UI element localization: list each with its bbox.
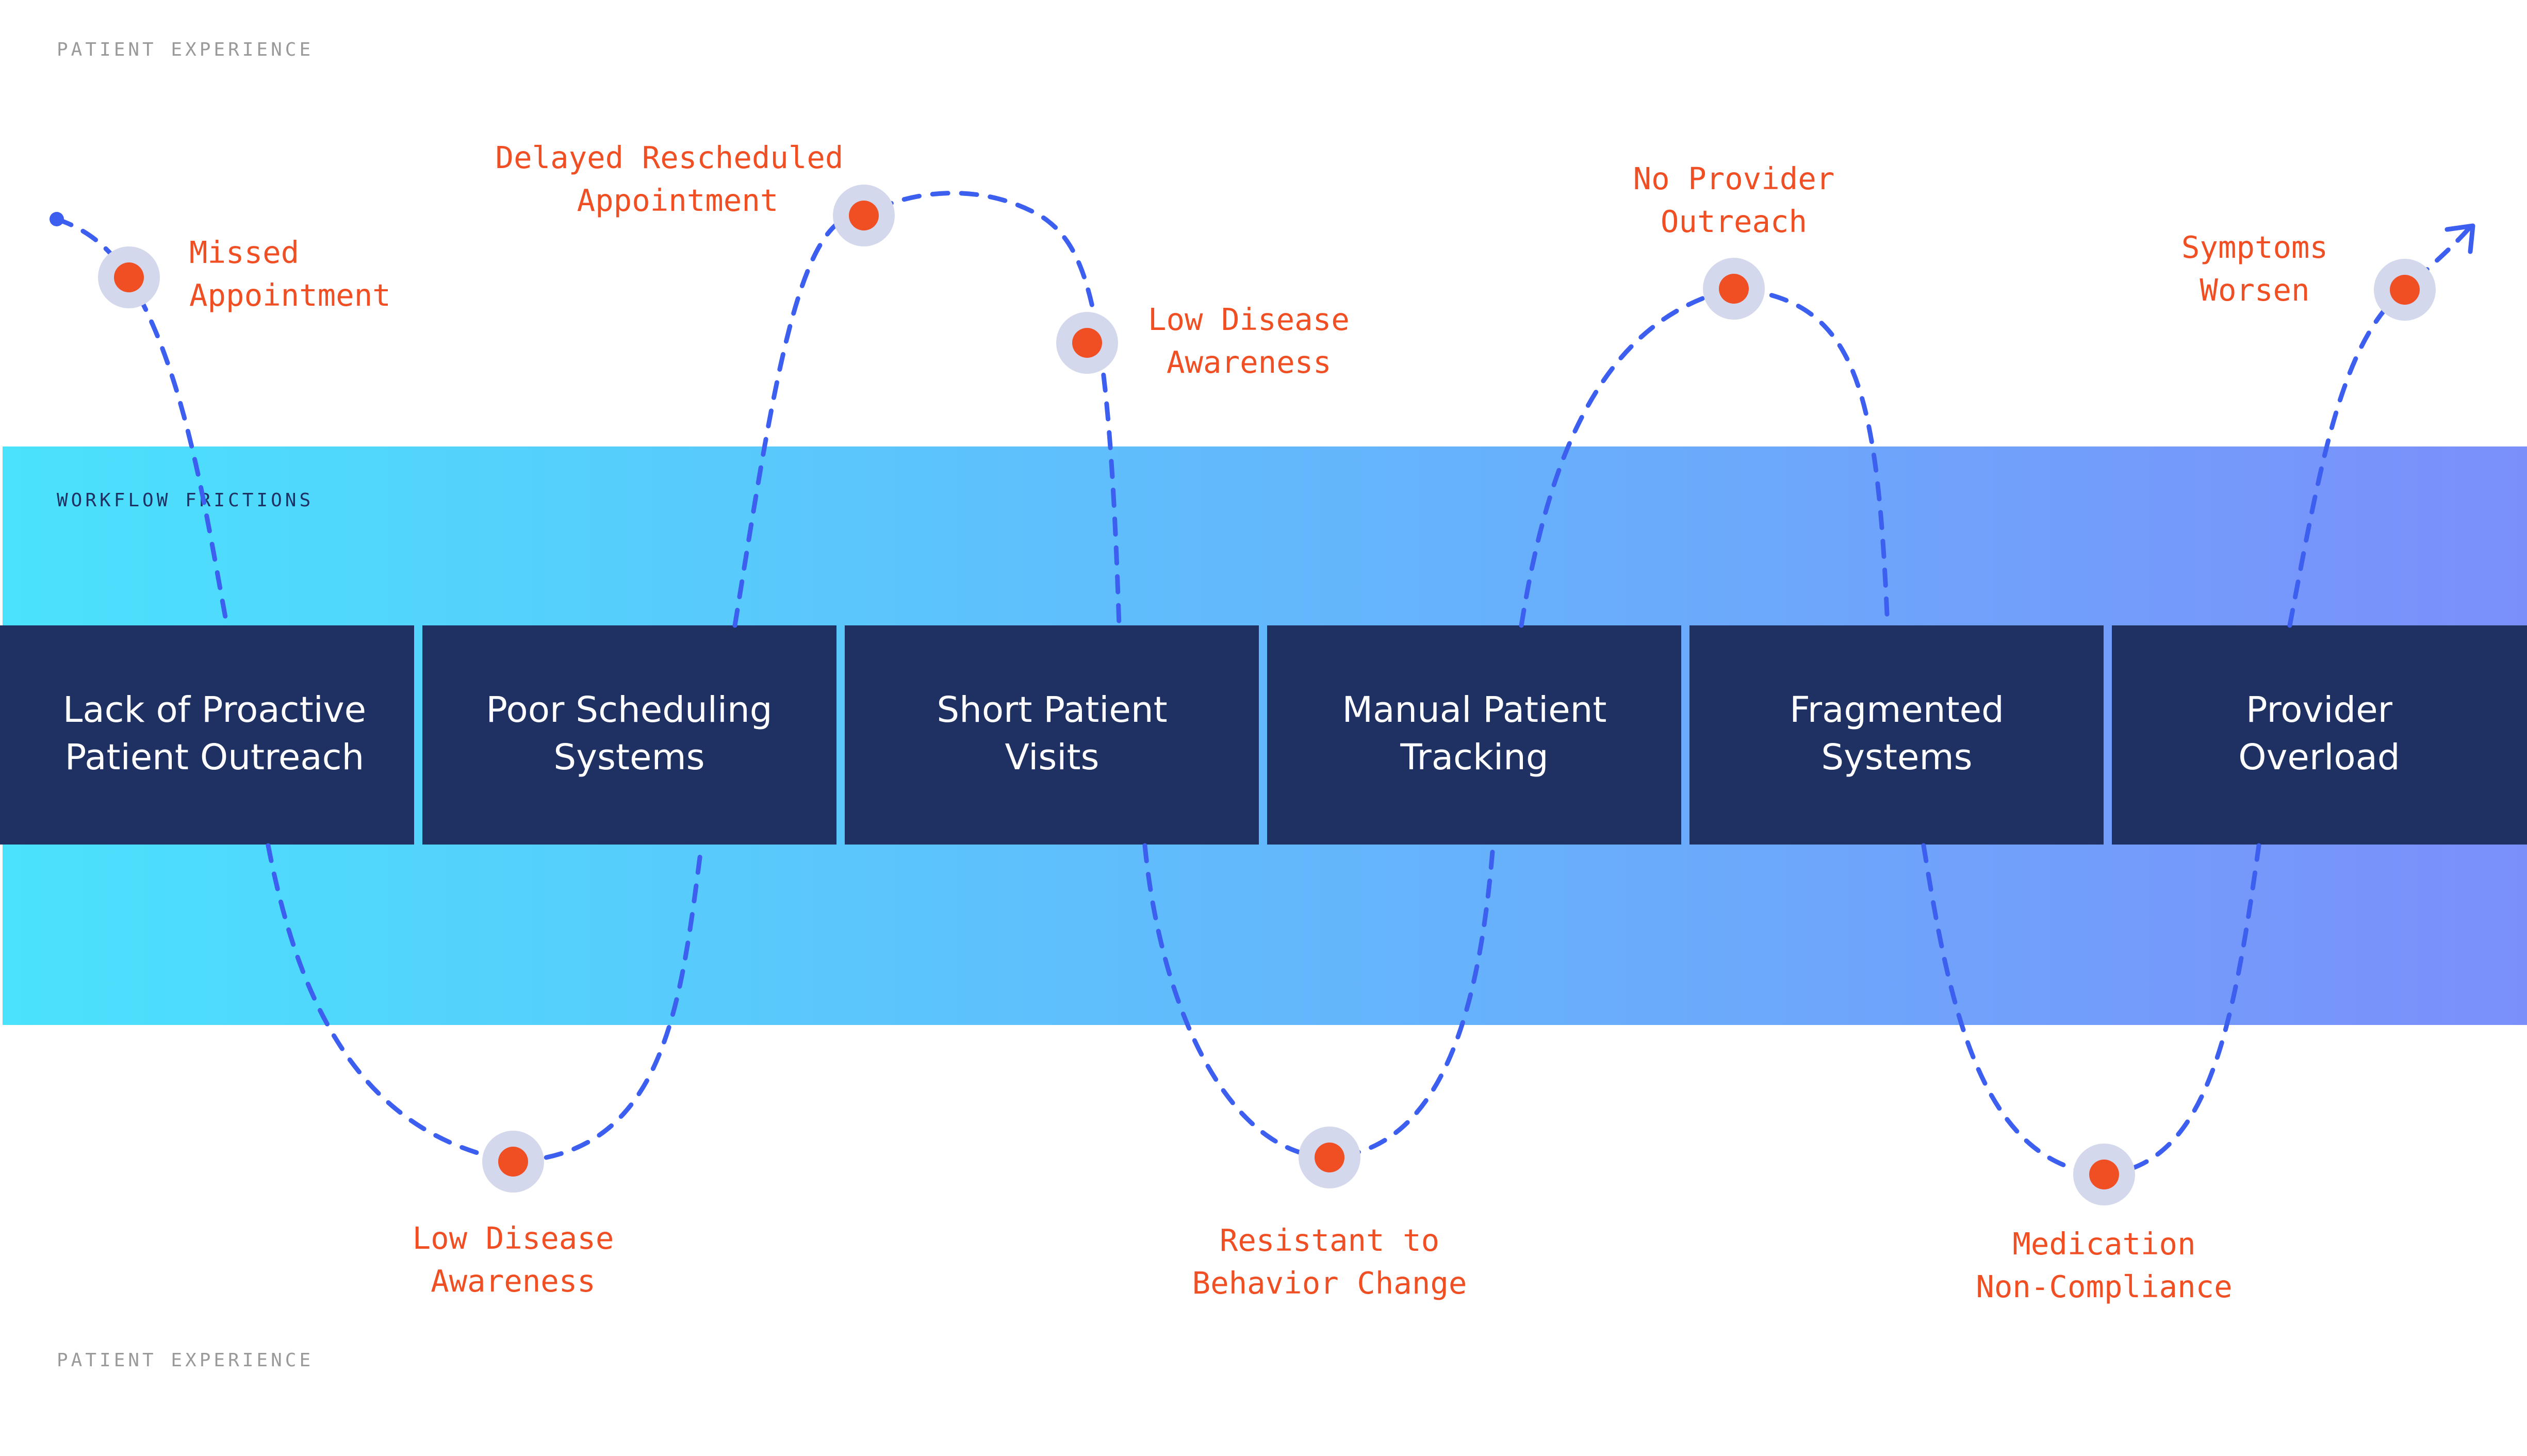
friction-label-line2: Systems: [1821, 737, 1972, 778]
event-label-low-awareness-top-line2: Awareness: [1167, 344, 1332, 380]
friction-label-line2: Visits: [1005, 737, 1100, 778]
event-label-low-awareness-bottom-line1: Low Disease: [413, 1220, 614, 1256]
journey-start-dot: [50, 212, 64, 226]
event-dot: [498, 1147, 528, 1177]
friction-label-line1: Provider: [2246, 689, 2393, 731]
event-marker-resistant-to-behavior-change: [1299, 1127, 1360, 1188]
event-label-low-awareness-top-line1: Low Disease: [1148, 302, 1350, 337]
top-section-label: PATIENT EXPERIENCE: [57, 39, 314, 60]
event-label-low-awareness-bottom-line2: Awareness: [431, 1263, 596, 1299]
event-label-resistant-line1: Resistant to: [1220, 1222, 1439, 1258]
friction-box-background: [0, 625, 414, 845]
event-label-symptoms-line1: Symptoms: [2181, 229, 2328, 265]
journey-path-segment: [266, 843, 704, 1164]
event-label-resistant-line2: Behavior Change: [1192, 1265, 1467, 1301]
event-marker-no-provider-outreach: [1703, 258, 1765, 320]
event-label-medication-line2: Non-Compliance: [1976, 1269, 2232, 1304]
bottom-section-label: PATIENT EXPERIENCE: [57, 1350, 314, 1371]
friction-box-background: [2112, 625, 2527, 845]
journey-path-segment: [1519, 286, 1890, 628]
event-label-medication-line1: Medication: [2012, 1226, 2195, 1262]
event-marker-symptoms-worsen: [2374, 259, 2436, 321]
journey-path-segment: [54, 217, 229, 628]
event-label-missed-line1: Missed: [189, 235, 299, 270]
event-label-no-provider-line2: Outreach: [1661, 204, 1807, 239]
friction-box-fragmented-systems: Fragmented Systems: [1689, 625, 2104, 845]
event-dot: [1719, 274, 1749, 304]
event-dot: [2390, 275, 2420, 305]
friction-box-lack-of-proactive-outreach: Lack of Proactive Patient Outreach: [0, 625, 414, 845]
friction-box-background: [422, 625, 836, 845]
friction-label-line1: Poor Scheduling: [486, 689, 772, 731]
event-marker-missed-appointment: [98, 246, 160, 308]
friction-box-background: [1267, 625, 1681, 845]
friction-label-line2: Patient Outreach: [65, 737, 365, 778]
event-label-symptoms-line2: Worsen: [2200, 272, 2309, 308]
friction-label-line2: Overload: [2238, 737, 2400, 778]
friction-label-line2: Tracking: [1400, 737, 1548, 778]
friction-box-provider-overload: Provider Overload: [2112, 625, 2527, 845]
friction-box-short-patient-visits: Short Patient Visits: [845, 625, 1259, 845]
event-dot: [2089, 1160, 2119, 1189]
event-marker-delayed-rescheduled: [833, 185, 895, 246]
event-label-no-provider-line1: No Provider: [1633, 161, 1835, 196]
event-marker-low-disease-awareness-bottom: [482, 1131, 544, 1193]
friction-box-background: [1689, 625, 2104, 845]
friction-label-line1: Lack of Proactive: [63, 689, 366, 731]
event-markers: [98, 185, 2436, 1205]
event-dot: [849, 201, 879, 230]
band-section-label: WORKFLOW FRICTIONS: [57, 490, 314, 511]
friction-box-manual-patient-tracking: Manual Patient Tracking: [1267, 625, 1681, 845]
friction-label-line1: Manual Patient: [1342, 689, 1607, 731]
friction-boxes: Lack of Proactive Patient Outreach Poor …: [0, 625, 2527, 845]
event-label-missed-line2: Appointment: [189, 277, 391, 313]
journey-path-segment: [2287, 224, 2473, 628]
event-dot: [114, 262, 144, 292]
friction-label-line2: Systems: [553, 737, 704, 778]
event-marker-medication-non-compliance: [2073, 1144, 2135, 1205]
event-label-delayed-line2: Appointment: [577, 183, 779, 218]
friction-label-line1: Fragmented: [1790, 689, 2004, 731]
event-labels: Missed Appointment Low Disease Awareness…: [189, 140, 2328, 1304]
event-dot: [1315, 1143, 1344, 1172]
friction-box-background: [845, 625, 1259, 845]
event-marker-low-disease-awareness-top: [1056, 312, 1118, 374]
journey-end-arrowhead: [2444, 223, 2475, 254]
friction-box-poor-scheduling-systems: Poor Scheduling Systems: [422, 625, 836, 845]
event-dot: [1072, 328, 1102, 358]
friction-label-line1: Short Patient: [937, 689, 1167, 731]
event-label-delayed-line1: Delayed Rescheduled: [496, 140, 844, 175]
